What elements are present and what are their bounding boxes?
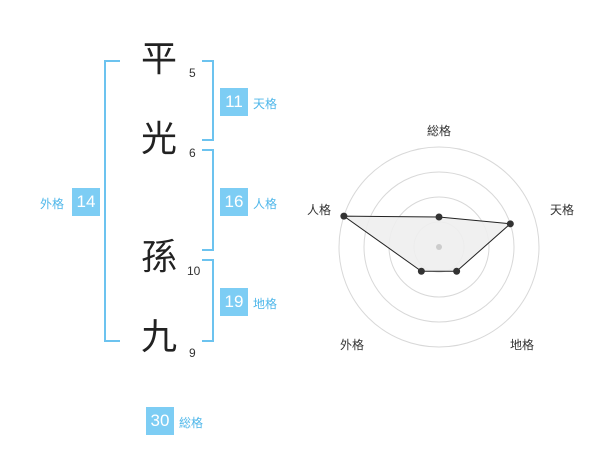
jinkaku-label: 人格 (253, 197, 278, 211)
chikaku-bracket (202, 259, 214, 342)
stroke-count-4: 9 (189, 346, 196, 360)
radar-ring (363, 171, 515, 323)
radar-center-dot (436, 244, 442, 250)
radar-axis-label-1: 天格 (550, 203, 575, 217)
tenkaku-value: 11 (220, 88, 248, 116)
radar-point-1 (506, 220, 514, 228)
radar-axis-label-2: 地格 (510, 338, 535, 352)
radar-axis-label-4: 人格 (307, 203, 332, 217)
radar-area (342, 215, 512, 272)
soukaku-value: 30 (146, 407, 174, 435)
jinkaku-bracket (202, 149, 214, 251)
radar-point-3 (417, 267, 425, 275)
soukaku-label: 総格 (179, 416, 204, 430)
radar-point-4 (340, 212, 348, 220)
radar-axis-label-3: 外格 (340, 338, 365, 352)
name-char-4: 九 (141, 317, 178, 358)
stroke-count-3: 10 (187, 264, 201, 278)
radar-ring (338, 146, 540, 348)
tenkaku-bracket (202, 60, 214, 141)
name-char-3: 孫 (141, 237, 178, 278)
stroke-count-1: 5 (189, 66, 196, 80)
name-char-2: 光 (141, 119, 178, 160)
chikaku-label: 地格 (253, 297, 278, 311)
tenkaku-label: 天格 (253, 97, 278, 111)
radar-axis-label-0: 総格 (427, 124, 452, 138)
jinkaku-value: 16 (220, 188, 248, 216)
radar-point-2 (453, 267, 461, 275)
radar-point-0 (435, 213, 443, 221)
gaikaku-value: 14 (72, 188, 100, 216)
stroke-count-2: 6 (189, 146, 196, 160)
gaikaku-label: 外格 (40, 197, 65, 211)
chikaku-value: 19 (220, 288, 248, 316)
gaikaku-bracket (104, 60, 120, 342)
name-char-1: 平 (141, 39, 178, 80)
